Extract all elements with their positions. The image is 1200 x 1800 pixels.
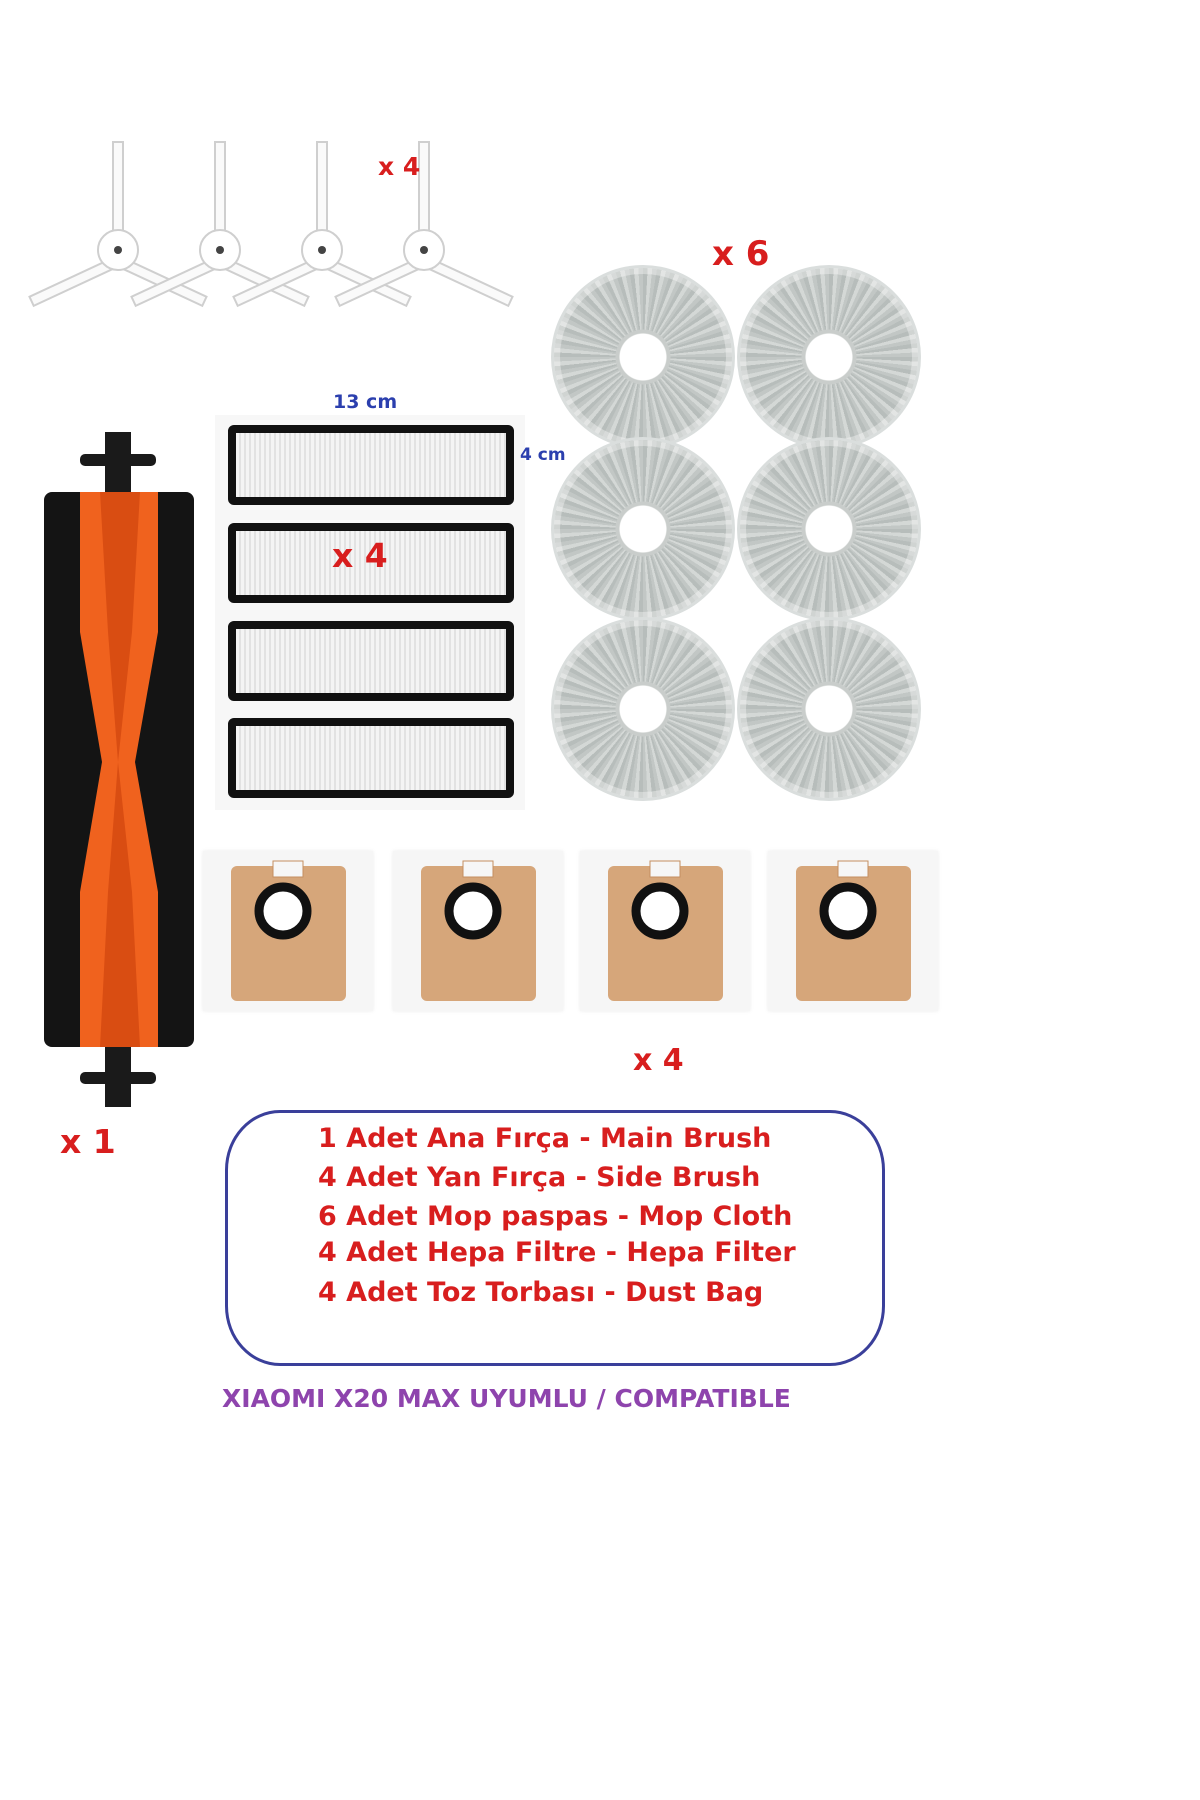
filter-height-label: 4 cm [520,445,566,465]
bag-quantity: x 4 [633,1043,684,1078]
hepa-filter-image [228,621,514,701]
dust-bag-image [580,851,750,1011]
dust-bag-image [393,851,563,1011]
side-brush-quantity: x 4 [378,152,421,181]
hepa-filter-image [228,523,514,603]
contents-line-dust-bag: 4 Adet Toz Torbası - Dust Bag [318,1277,764,1308]
dust-bag-image [203,851,373,1011]
side-brushes-image [28,141,514,308]
contents-line-side-brush: 4 Adet Yan Fırça - Side Brush [318,1162,761,1193]
hepa-filter-image [228,718,514,798]
mop-cloth-image [554,620,732,798]
main-brush-image [44,432,194,1107]
mop-cloth-image [554,268,732,446]
compatibility-footer: XIAOMI X20 MAX UYUMLU / COMPATIBLE [222,1384,791,1413]
dust-bag-image [768,851,938,1011]
contents-box: 1 Adet Ana Fırça - Main Brush 4 Adet Yan… [225,1110,885,1366]
mop-cloth-image [740,620,918,798]
contents-line-filter: 4 Adet Hepa Filtre - Hepa Filter [318,1237,796,1268]
mop-cloth-image [740,440,918,618]
mop-quantity: x 6 [712,234,770,274]
mop-cloth-image [740,268,918,446]
contents-line-mop: 6 Adet Mop paspas - Mop Cloth [318,1201,793,1232]
hepa-filter-image [228,425,514,505]
main-brush-quantity: x 1 [60,1122,116,1161]
contents-line-main-brush: 1 Adet Ana Fırça - Main Brush [318,1123,772,1154]
filter-quantity: x 4 [332,536,388,575]
mop-cloth-image [554,440,732,618]
filter-width-label: 13 cm [333,391,398,413]
